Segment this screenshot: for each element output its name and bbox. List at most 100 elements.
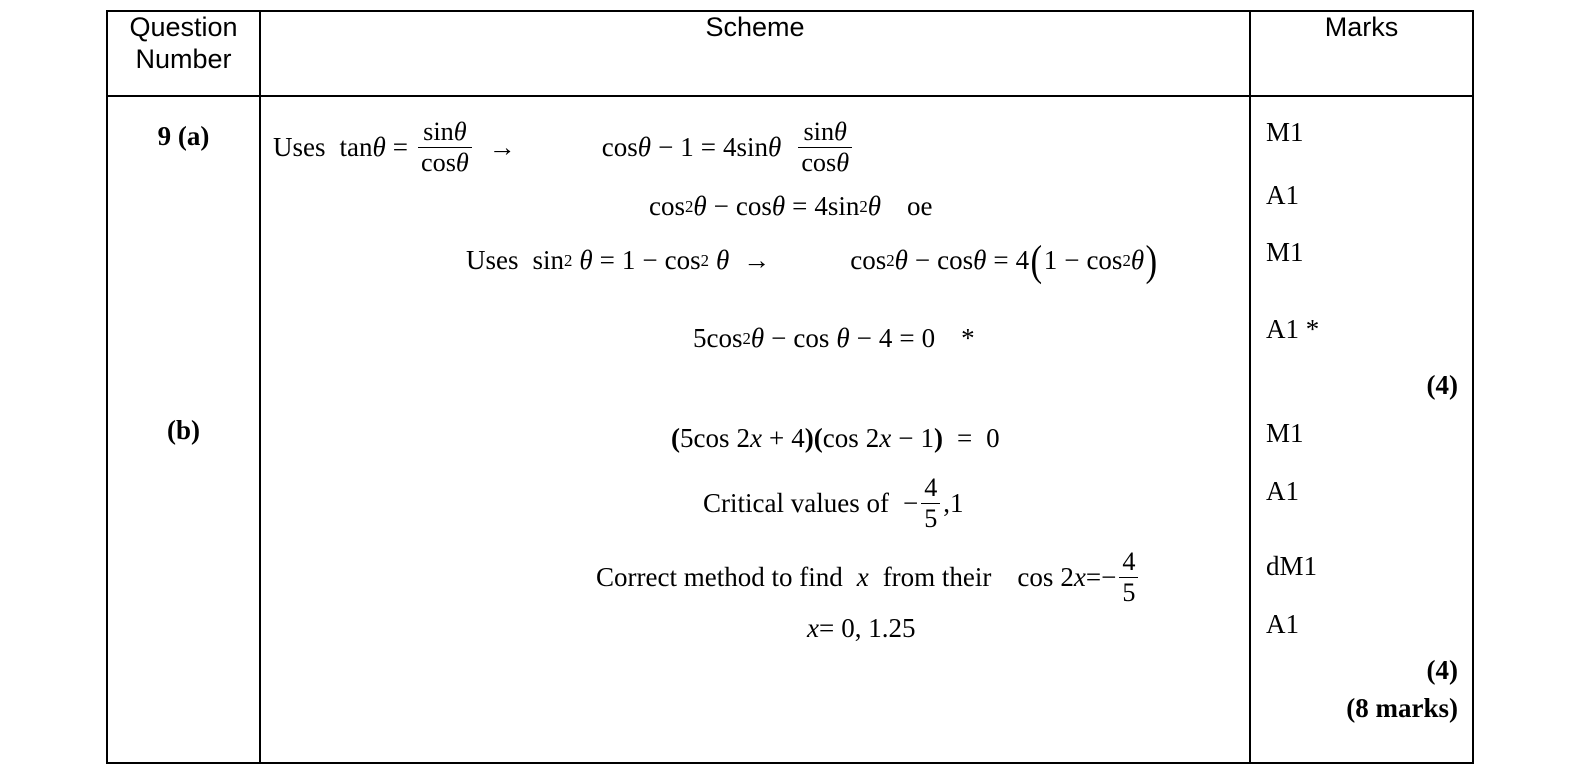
- fraction-four-fifths: 4 5: [921, 473, 941, 532]
- fraction-numerator: 4: [924, 473, 938, 502]
- mark-b-a1-second: A1: [1266, 609, 1299, 639]
- token-tan: tan: [339, 132, 373, 163]
- token-cos: cos: [801, 148, 837, 178]
- token-equals: =: [700, 132, 717, 163]
- token-theta: θ: [693, 191, 707, 221]
- token-cos: cos: [601, 132, 638, 163]
- token-cos: cos: [937, 245, 974, 276]
- mark-scheme-table: Question Number Scheme Marks 9 (a) (b): [106, 10, 1474, 764]
- token-minus: −: [1101, 562, 1117, 593]
- token-minus: −: [856, 323, 872, 353]
- fraction-four-fifths: 4 5: [1119, 547, 1139, 606]
- token-theta: θ: [716, 245, 730, 276]
- answer-values: 0, 1.25: [841, 613, 916, 643]
- close-paren: ): [933, 423, 943, 453]
- token-theta: θ: [768, 132, 782, 163]
- mark-total-part-a: (4): [1426, 370, 1458, 400]
- mark-a-m1-second: M1: [1266, 237, 1304, 267]
- token-four: 4: [878, 323, 893, 353]
- header-question-number: Question Number: [106, 10, 261, 97]
- token-zero: 0: [986, 423, 1000, 453]
- header-question-number-line1: Question: [129, 12, 238, 42]
- token-plus: +: [768, 423, 785, 453]
- token-equals: =: [899, 323, 915, 353]
- header-question-number-line2: Number: [135, 43, 232, 74]
- mark-b-dm1: dM1: [1266, 551, 1318, 581]
- arrow-icon: →: [743, 245, 771, 276]
- marks-cell: M1 A1 M1 A1 * (4) M1 A1 dM1 A1 (4) (8 ma…: [1249, 95, 1474, 764]
- token-comma: ,: [943, 488, 951, 519]
- token-one: 1: [621, 245, 636, 276]
- token-theta: θ: [867, 191, 882, 221]
- open-paren: (: [813, 423, 823, 453]
- mark-a-m1: M1: [1266, 117, 1304, 147]
- close-paren: ): [1145, 237, 1158, 285]
- token-one: 1: [950, 488, 964, 519]
- token-zero: 0: [921, 323, 936, 353]
- table-header-row: Question Number Scheme Marks: [106, 10, 1474, 97]
- fraction-numerator: 4: [1122, 547, 1136, 576]
- token-theta: θ: [372, 132, 386, 163]
- token-two: 2: [736, 423, 751, 453]
- token-four: 4: [723, 132, 737, 163]
- token-four: 4: [814, 191, 828, 221]
- token-cos: cos: [706, 323, 743, 353]
- mark-b-a1: A1: [1266, 476, 1299, 506]
- header-scheme: Scheme: [259, 10, 1251, 97]
- open-paren: (: [671, 423, 680, 453]
- token-theta: θ: [579, 245, 593, 276]
- token-cos: cos: [1017, 562, 1054, 593]
- open-paren: (: [1030, 237, 1043, 285]
- token-one: 1: [920, 423, 934, 453]
- question-label-part-b: (b): [167, 415, 200, 445]
- fraction-sin-over-cos: sinθ cosθ: [798, 117, 853, 178]
- mark-a-a1-star: A1 *: [1266, 314, 1320, 344]
- token-theta: θ: [637, 132, 652, 163]
- token-sin: sin: [827, 191, 860, 221]
- token-equals: =: [392, 132, 408, 163]
- fraction-sin-over-cos: sinθ cosθ: [418, 117, 472, 176]
- token-sin: sin: [803, 117, 835, 146]
- token-five: 5: [693, 323, 707, 353]
- token-theta: θ: [836, 148, 850, 178]
- token-theta: θ: [750, 323, 765, 353]
- token-minus: −: [898, 423, 914, 453]
- token-theta: θ: [973, 245, 987, 276]
- token-cos: cos: [649, 191, 685, 221]
- token-theta: θ: [834, 117, 847, 146]
- token-cos: cos: [793, 323, 830, 353]
- token-x: x: [807, 613, 819, 643]
- token-theta: θ: [453, 117, 467, 146]
- token-sin: sin: [423, 117, 454, 146]
- token-cos: cos: [1086, 245, 1123, 276]
- token-four: 4: [1015, 245, 1030, 276]
- label-from-their: from their: [882, 562, 992, 593]
- token-x: x: [856, 562, 869, 593]
- token-one: 1: [1043, 245, 1058, 276]
- token-x: x: [879, 423, 892, 453]
- scheme-line-b4: x = 0, 1.25: [807, 615, 915, 642]
- token-equals: =: [792, 191, 808, 221]
- token-one: 1: [680, 132, 694, 163]
- token-equals: =: [818, 613, 835, 643]
- arrow-icon: →: [488, 132, 516, 163]
- token-minus: −: [658, 132, 674, 163]
- token-sin: sin: [532, 245, 565, 276]
- mark-total-part-b: (4): [1426, 655, 1458, 685]
- question-label-part-a: 9 (a): [157, 121, 210, 151]
- token-star: *: [961, 323, 975, 353]
- label-correct-method: Correct method to find: [596, 562, 843, 593]
- scheme-line-b2: Critical values of − 4 5 , 1: [703, 473, 964, 532]
- header-marks: Marks: [1249, 10, 1474, 97]
- token-two: 2: [865, 423, 880, 453]
- token-cos: cos: [735, 191, 772, 221]
